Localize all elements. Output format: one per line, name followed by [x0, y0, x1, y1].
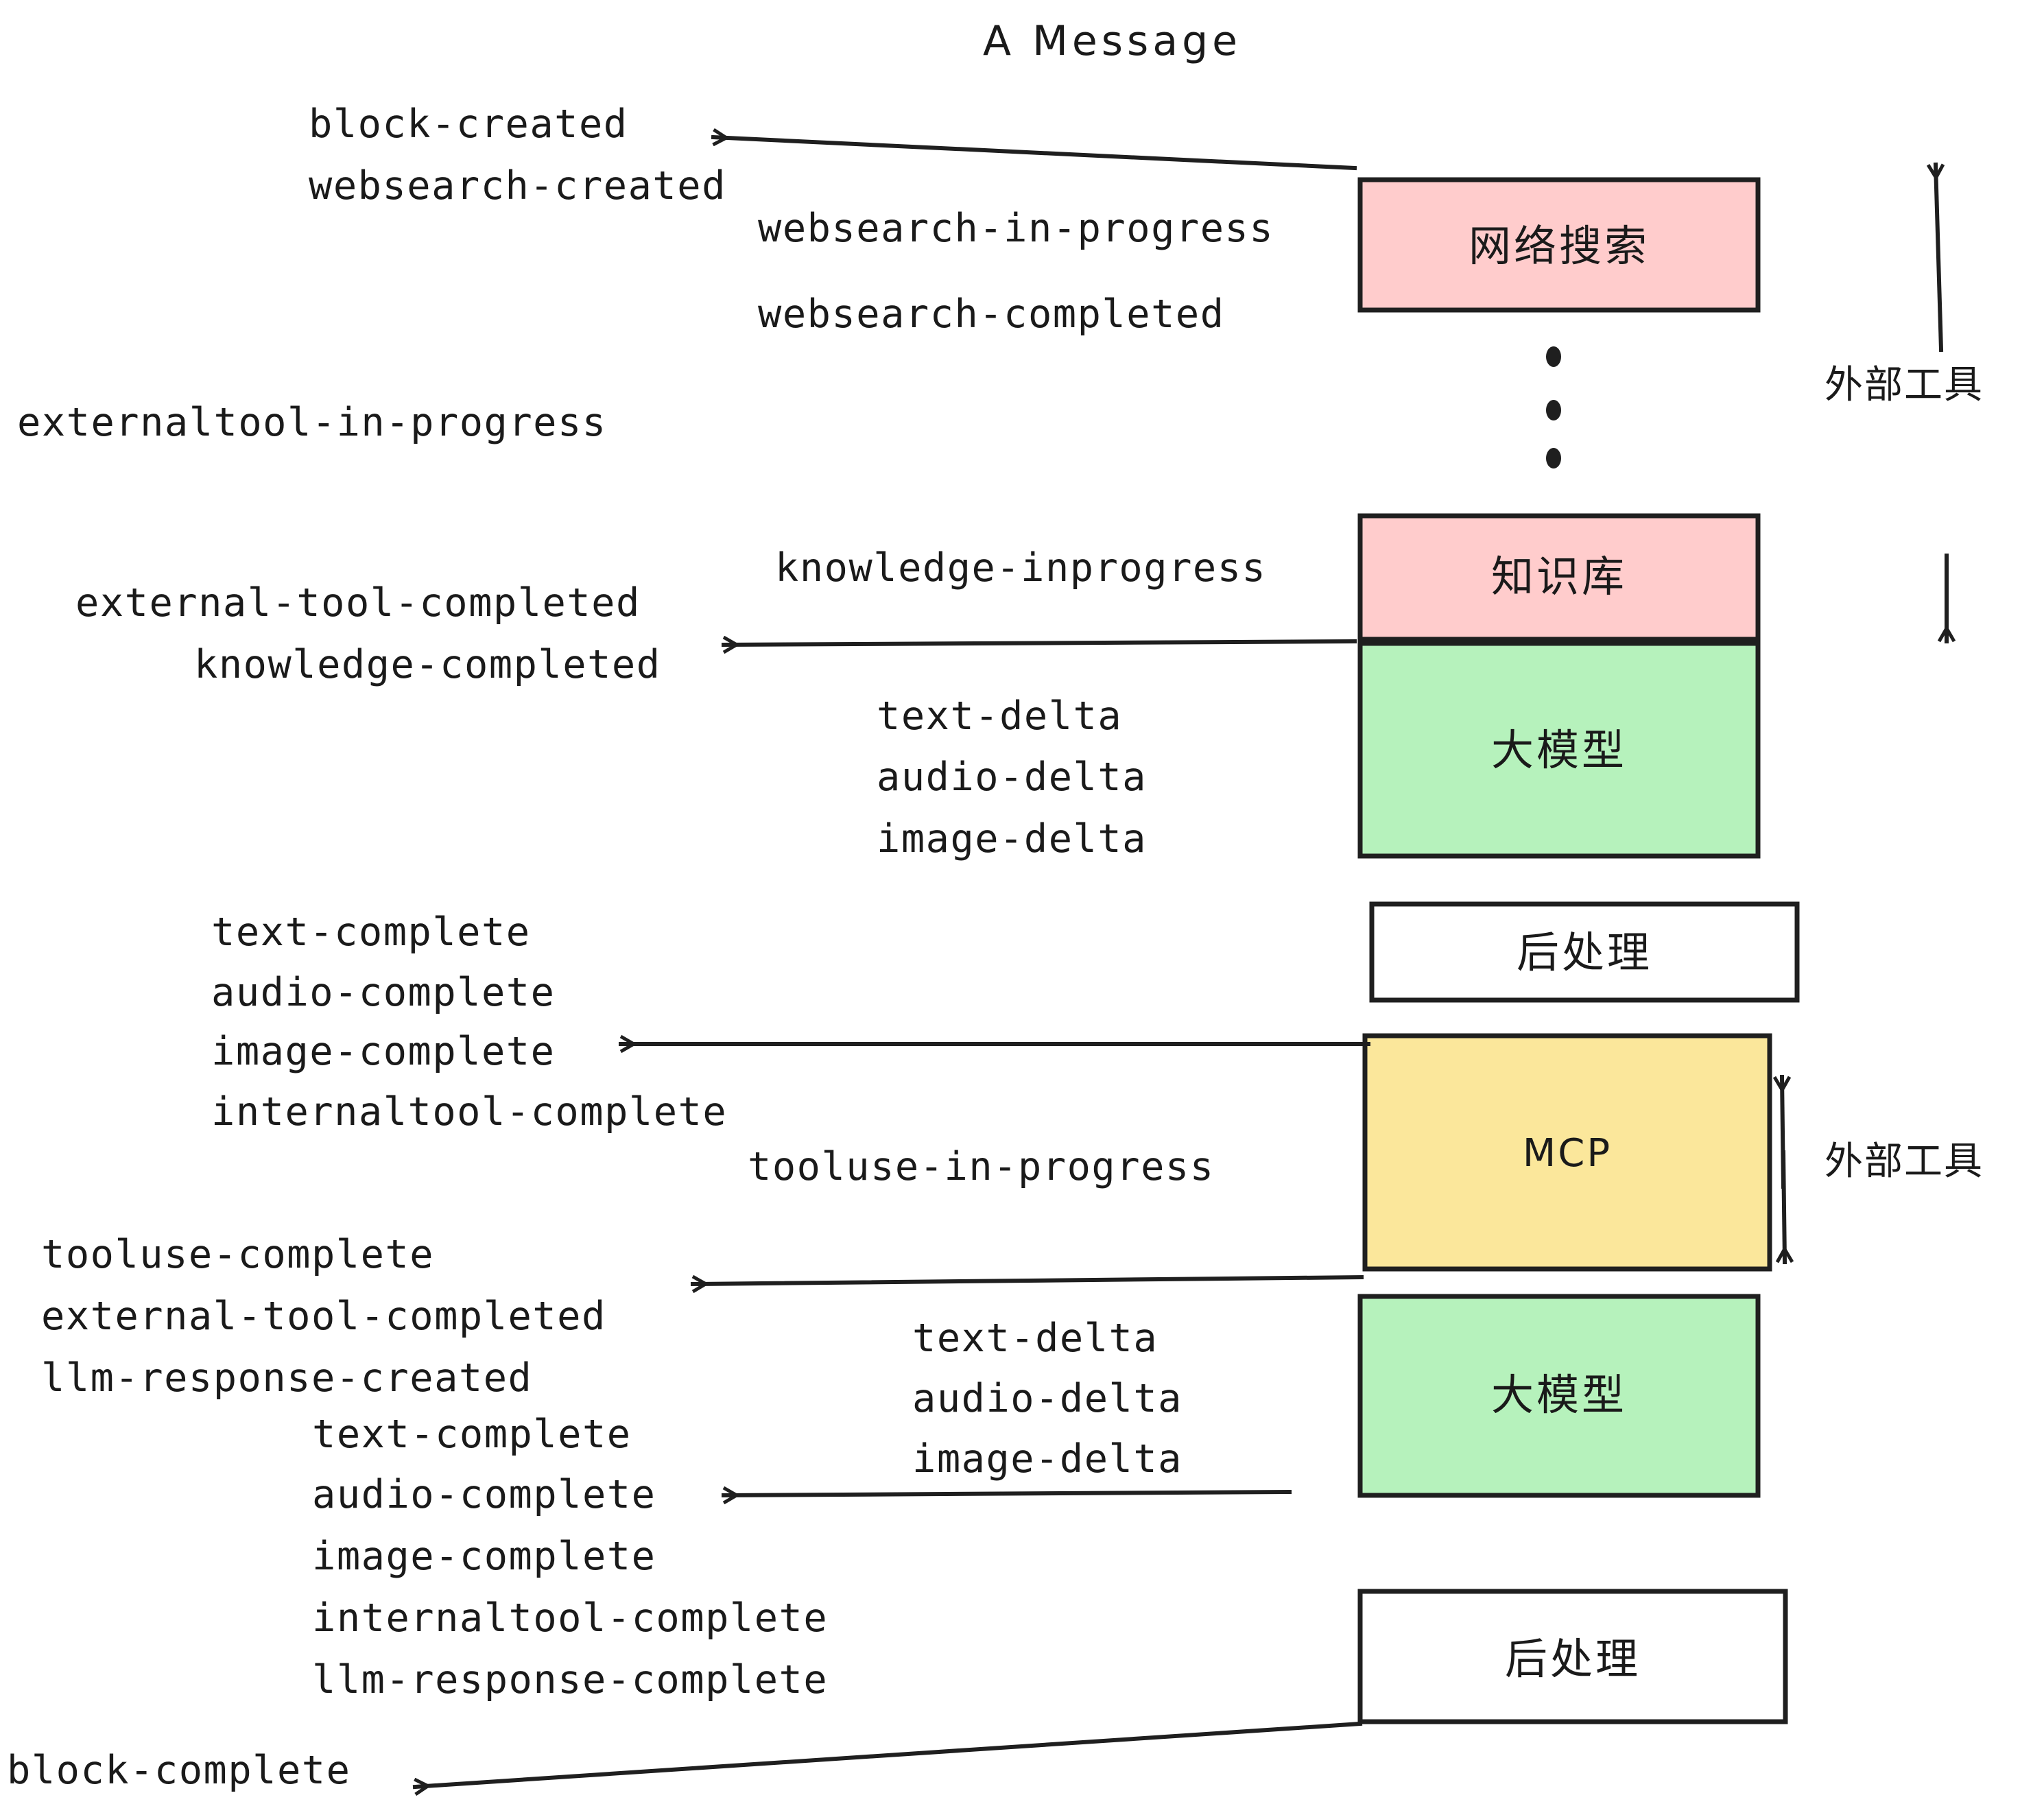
arrow-knowledge-completed [721, 641, 1357, 645]
event-text-complete-second: text-complete [312, 1412, 632, 1457]
event-text-complete-first: text-complete [211, 910, 531, 955]
event-image-delta-first: image-delta [877, 816, 1147, 862]
arrow-block-created [711, 137, 1357, 171]
box-mcp-rect [1362, 1033, 1772, 1272]
arrow-audio-complete [721, 1492, 1292, 1495]
vertical-ellipsis-icon [1546, 346, 1561, 468]
box-llm-second-label: 大模型 [1491, 1370, 1627, 1420]
event-block-created: block-created [309, 102, 628, 147]
box-knowledge-label: 知识库 [1491, 551, 1627, 602]
event-image-complete-second: image-complete [312, 1534, 656, 1579]
box-llm-second[interactable]: 大模型 [1357, 1294, 1761, 1498]
external-tools-label-bottom: 外部工具 [1825, 1139, 1984, 1184]
event-external-tool-completed-first: external-tool-completed [75, 580, 641, 626]
event-image-delta-second: image-delta [912, 1436, 1183, 1482]
event-tooluse-complete: tooluse-complete [41, 1232, 434, 1277]
event-externaltool-in-progress: externaltool-in-progress [17, 400, 607, 445]
external-tools-bracket-bottom [1782, 1074, 1785, 1265]
box-websearch[interactable]: 网络搜索 [1357, 177, 1761, 313]
box-mcp[interactable]: MCP [1362, 1033, 1772, 1272]
event-knowledge-completed: knowledge-completed [194, 642, 661, 687]
event-websearch-in-progress: websearch-in-progress [758, 206, 1274, 251]
event-internaltool-complete-second: internaltool-complete [312, 1595, 828, 1641]
event-knowledge-inprogress: knowledge-inprogress [775, 545, 1266, 591]
box-postprocess-second-label: 后处理 [1505, 1634, 1641, 1684]
box-mcp-label: MCP [1523, 1131, 1612, 1176]
event-text-delta-first: text-delta [877, 693, 1122, 739]
box-postprocess-second[interactable]: 后处理 [1357, 1589, 1788, 1724]
event-audio-delta-second: audio-delta [912, 1376, 1183, 1421]
event-internaltool-complete-first: internaltool-complete [211, 1089, 727, 1135]
external-tools-bracket-top [1936, 162, 1947, 643]
event-llm-response-created: llm-response-created [41, 1355, 532, 1401]
event-audio-complete-second: audio-complete [312, 1472, 656, 1517]
box-llm-first-label: 大模型 [1491, 725, 1627, 775]
event-websearch-created: websearch-created [309, 163, 726, 209]
box-knowledge[interactable]: 知识库 [1357, 513, 1761, 642]
box-postprocess-first[interactable]: 后处理 [1369, 901, 1800, 1003]
box-postprocess-first-label: 后处理 [1517, 927, 1652, 977]
box-llm-first-rect [1357, 641, 1761, 859]
event-audio-delta-first: audio-delta [877, 755, 1147, 800]
event-audio-complete-first: audio-complete [211, 970, 555, 1015]
event-llm-response-complete: llm-response-complete [312, 1657, 828, 1702]
event-tooluse-in-progress: tooluse-in-progress [748, 1144, 1215, 1189]
event-external-tool-completed-second: external-tool-completed [41, 1294, 606, 1339]
event-block-complete: block-complete [7, 1748, 350, 1793]
external-tools-label-top: 外部工具 [1825, 363, 1984, 407]
arrow-block-complete [412, 1721, 1363, 1787]
box-websearch-label: 网络搜索 [1469, 221, 1650, 271]
event-image-complete-first: image-complete [211, 1029, 555, 1074]
box-knowledge-rect [1357, 513, 1761, 642]
box-websearch-rect [1357, 177, 1761, 313]
box-postprocess-first-rect [1369, 901, 1800, 1003]
event-websearch-completed: websearch-completed [758, 292, 1225, 337]
box-postprocess-second-rect [1357, 1589, 1788, 1724]
box-llm-first[interactable]: 大模型 [1357, 641, 1761, 859]
box-llm-second-rect [1357, 1294, 1761, 1498]
event-text-delta-second: text-delta [912, 1316, 1158, 1361]
page-title: A Message [983, 17, 1241, 65]
arrow-tooluse-complete [690, 1277, 1364, 1284]
